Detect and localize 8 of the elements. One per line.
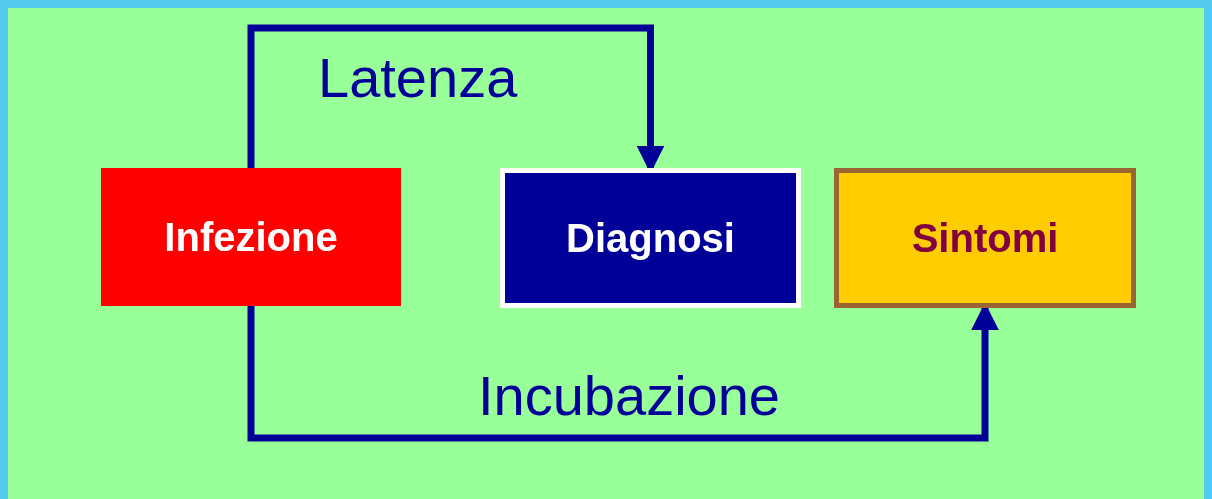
box-label: Diagnosi [566,215,735,262]
process-box [834,168,1136,308]
box-label: Infezione [164,214,338,261]
process-box [101,168,401,306]
edge-label: Incubazione [478,368,780,424]
box-label: Sintomi [911,215,1059,262]
process-box [500,168,801,308]
edge-label: Latenza [318,50,518,106]
